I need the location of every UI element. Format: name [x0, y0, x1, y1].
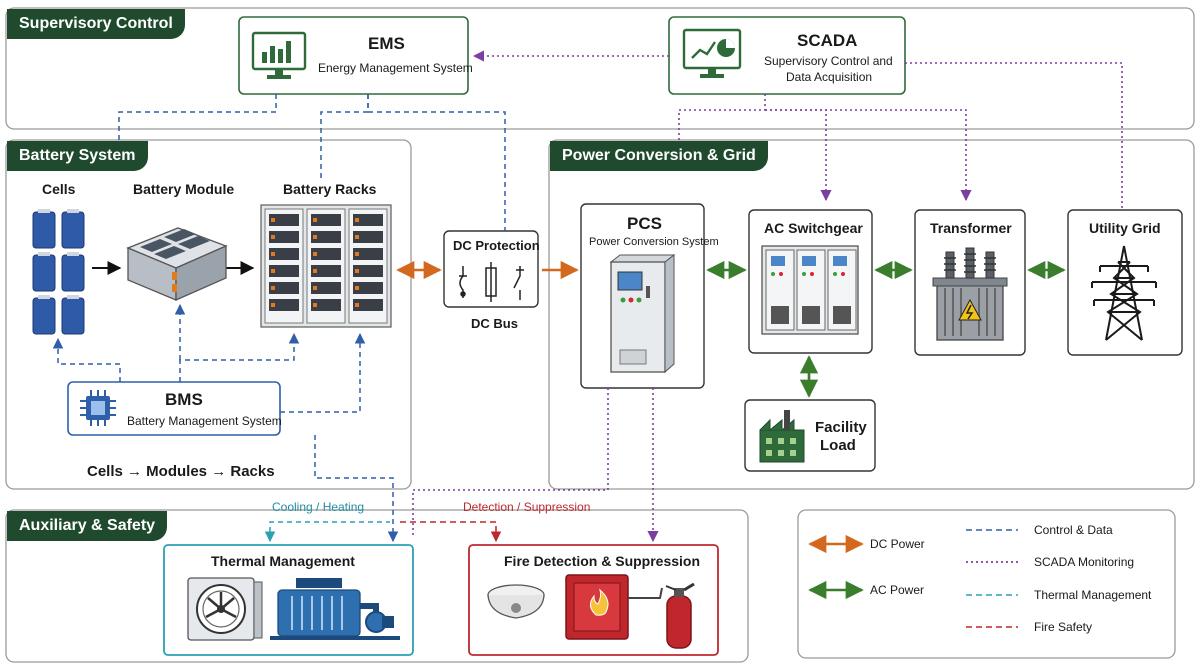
legend-fire-safety: Fire Safety	[1034, 620, 1093, 634]
power-conversion-header: Power Conversion & Grid	[550, 141, 768, 171]
chiller-pump-icon	[270, 578, 400, 640]
legend-thermal-management: Thermal Management	[1034, 588, 1152, 602]
cooling-heating-label: Cooling / Heating	[272, 500, 365, 514]
fire-detection-title: Fire Detection & Suppression	[504, 553, 701, 569]
battery-system-header: Battery System	[7, 141, 148, 171]
transmission-tower-icon	[1091, 245, 1157, 341]
battery-racks-label: Battery Racks	[283, 181, 377, 197]
legend-samples	[808, 529, 1018, 628]
cells-label: Cells	[42, 181, 76, 197]
legend-dc-power: DC Power	[870, 537, 925, 551]
power-section-frame	[548, 139, 1195, 490]
factory-icon	[759, 410, 805, 463]
utility-grid-title: Utility Grid	[1089, 220, 1161, 236]
thermal-links	[264, 521, 390, 543]
monitor-pie-chart-icon	[682, 28, 742, 78]
fire-safety-links	[400, 521, 502, 543]
battery-cells-icon	[32, 209, 85, 335]
detection-suppression-label: Detection / Suppression	[463, 500, 591, 514]
legend-ac-power: AC Power	[870, 583, 925, 597]
battery-module-icon	[126, 227, 228, 301]
transformer-title: Transformer	[930, 220, 1012, 236]
scada-title: SCADA	[797, 31, 858, 50]
ems-title: EMS	[368, 34, 405, 53]
dc-protection-symbols-icon	[459, 262, 524, 302]
ems-subtitle: Energy Management System	[318, 61, 473, 75]
facility-load-line2: Load	[820, 437, 856, 454]
supervisory-control-header: Supervisory Control	[7, 9, 185, 39]
fire-extinguisher-icon	[665, 582, 695, 649]
pcs-title: PCS	[627, 214, 662, 233]
facility-load-line1: Facility	[815, 419, 867, 436]
supervisory-section-frame	[5, 7, 1195, 130]
smoke-detector-icon	[487, 584, 545, 619]
control-data-links	[52, 94, 506, 543]
scada-subtitle-line1: Supervisory Control and	[764, 54, 893, 68]
battery-racks-icon	[260, 204, 392, 328]
thermal-management-title: Thermal Management	[211, 553, 355, 569]
dc-bus-label: DC Bus	[471, 316, 518, 331]
battery-section-frame	[5, 139, 412, 490]
scada-monitoring-links	[412, 50, 1123, 543]
pcs-subtitle: Power Conversion System	[589, 236, 719, 248]
battery-flow-caption: Cells → Modules → Racks	[87, 463, 275, 480]
bms-title: BMS	[165, 390, 203, 409]
extinguisher-hose-icon	[628, 587, 663, 599]
transformer-icon	[932, 247, 1008, 341]
auxiliary-safety-header: Auxiliary & Safety	[7, 511, 168, 541]
auxiliary-section-frame	[5, 509, 749, 663]
pcs-cabinet-icon	[609, 253, 676, 374]
battery-module-label: Battery Module	[133, 181, 235, 197]
dc-protection-title: DC Protection	[453, 238, 540, 253]
chip-icon	[80, 390, 116, 426]
switchgear-cabinets-icon	[761, 245, 859, 335]
legend-frame	[797, 509, 1176, 659]
legend-scada-monitoring: SCADA Monitoring	[1034, 555, 1135, 569]
scada-subtitle-line2: Data Acquisition	[786, 70, 873, 84]
monitor-bar-chart-icon	[251, 31, 307, 79]
legend-control-data: Control & Data	[1034, 523, 1113, 537]
ac-power-links	[706, 260, 1066, 398]
ac-switchgear-title: AC Switchgear	[764, 220, 863, 236]
fire-alarm-panel-icon	[565, 574, 629, 640]
bms-box[interactable]	[67, 381, 281, 436]
hvac-fan-unit-icon	[187, 577, 263, 641]
bms-subtitle: Battery Management System	[127, 414, 282, 428]
